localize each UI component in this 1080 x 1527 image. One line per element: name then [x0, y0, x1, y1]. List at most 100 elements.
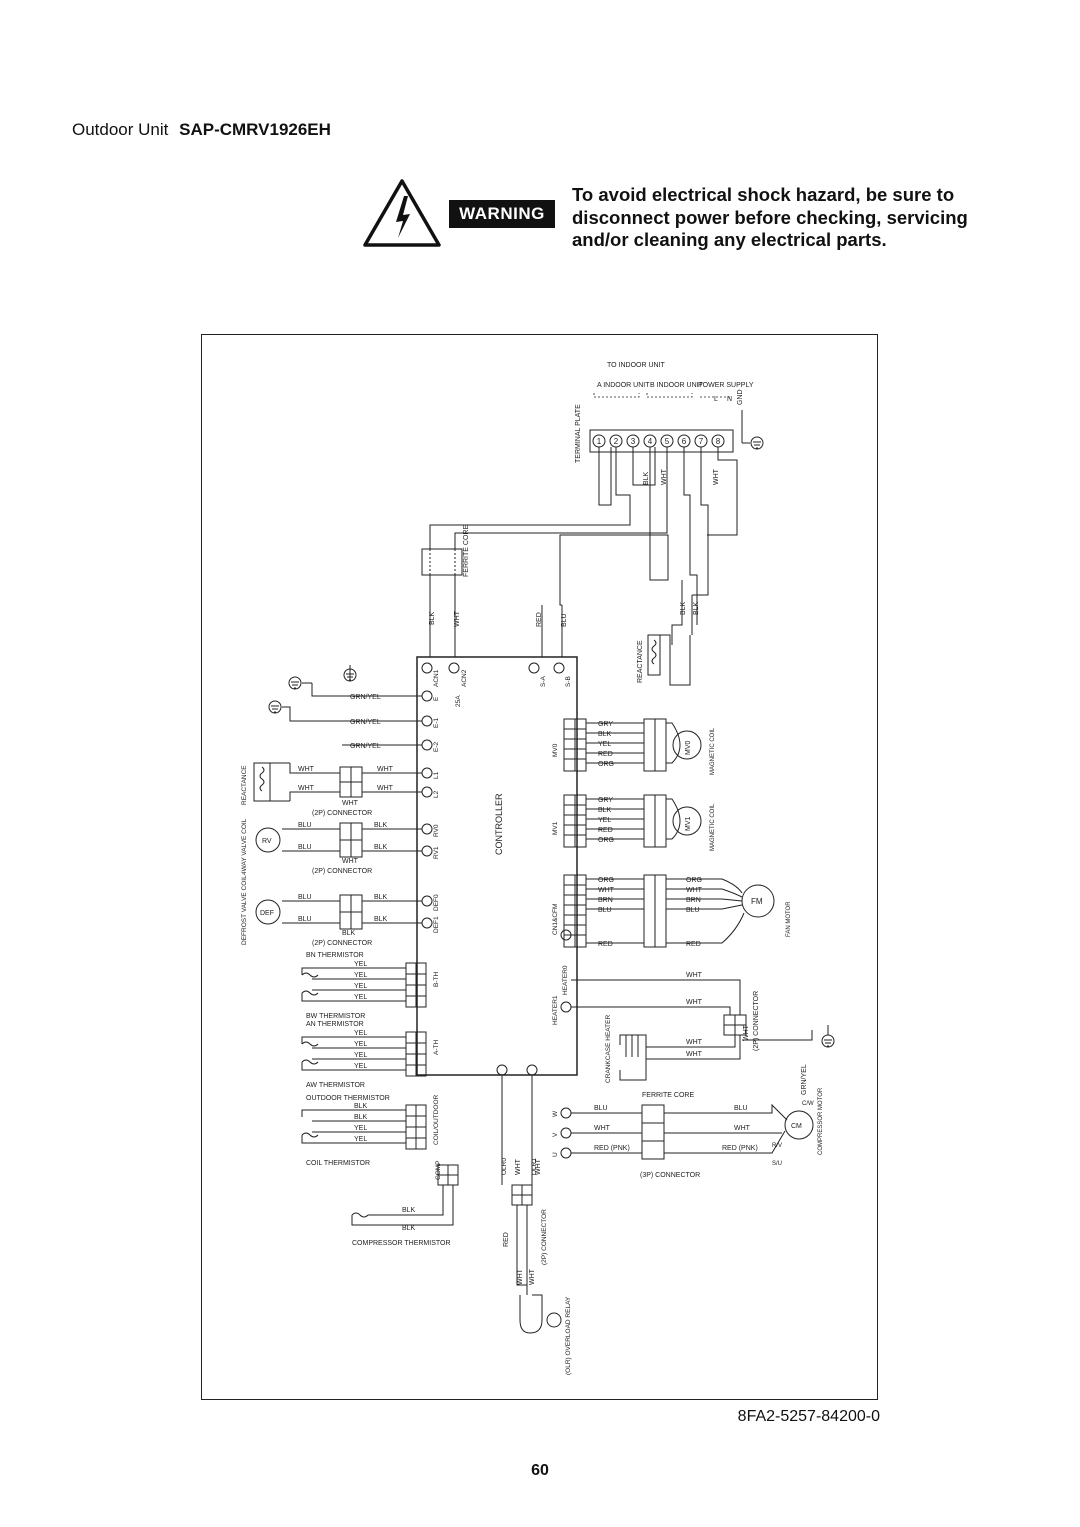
wire-label: BLK — [342, 930, 356, 937]
wire-label: WHT — [594, 1125, 611, 1132]
mv0-label: MV0 — [685, 741, 692, 756]
terminal-plate-label: TERMINAL PLATE — [575, 404, 582, 463]
terminal-num: 2 — [614, 437, 619, 446]
therm-label: COIL THERMISTOR — [306, 1160, 370, 1167]
wire-label: WHT — [686, 1039, 703, 1046]
terminal-num: 6 — [682, 437, 687, 446]
wire-label: GRN/YEL — [350, 719, 381, 726]
rv-coil: RV 4WAY VALVE COIL — [241, 818, 422, 875]
magnetic-coil-label: MAGNETIC COIL — [710, 727, 716, 775]
wire-label: WHT — [517, 1268, 524, 1285]
pin-label: 25A — [455, 695, 462, 707]
pin-label: L1 — [433, 771, 440, 779]
wire-label: BLK — [354, 1103, 368, 1110]
page-header: Outdoor Unit SAP-CMRV1926EH — [72, 120, 331, 140]
terminal-num: 4 — [648, 437, 653, 446]
wire-label: YEL — [354, 1030, 367, 1037]
power-l: L — [714, 396, 718, 403]
wire-label: ORG — [598, 837, 614, 844]
wire-label: YEL — [354, 994, 367, 1001]
wire-label: WHT — [734, 1125, 751, 1132]
therm-label: AW THERMISTOR — [306, 1082, 365, 1089]
wire-label: GRY — [598, 797, 613, 804]
pin-label: DEF1 — [433, 916, 440, 933]
wire-label: BLK — [374, 894, 388, 901]
page-number: 60 — [531, 1462, 549, 1479]
therm-label: AN THERMISTOR — [306, 1021, 364, 1028]
pin-label: S-B — [565, 676, 572, 687]
pin-label: MV1 — [552, 821, 559, 835]
wire-label: WHT — [377, 766, 394, 773]
reactance-label: REACTANCE — [637, 640, 644, 683]
compressor-motor: CM COMPRESSOR MOTOR S/U C/W R/V — [571, 1087, 824, 1167]
pin-label: E-1 — [433, 718, 440, 729]
wire-label: BLU — [298, 822, 312, 829]
wire-label: WHT — [686, 972, 703, 979]
reactance-right: REACTANCE — [637, 634, 691, 686]
conn-label: (2P) CONNECTOR — [541, 1209, 548, 1265]
wire-label: WHT — [713, 468, 720, 485]
a-thermistors — [301, 1031, 427, 1077]
wire-label: WHT — [661, 468, 668, 485]
pin-label: S-A — [540, 676, 547, 688]
mv1-label: MV1 — [685, 817, 692, 832]
pin-label: W — [552, 1110, 559, 1117]
pin-label: RV1 — [433, 846, 440, 859]
fan-motor-label: FAN MOTOR — [786, 901, 792, 937]
wire-label: YEL — [354, 972, 367, 979]
overload-relay: (OLR) OVERLOAD RELAY (2P) CONNECTOR — [501, 1075, 572, 1375]
pin-label: U — [552, 1152, 559, 1157]
b-thermistors — [301, 962, 427, 1008]
wire-label: YEL — [354, 1041, 367, 1048]
compressor-thermistor — [351, 1164, 459, 1226]
wire-label: YEL — [354, 961, 367, 968]
ferrite-core: FERRITE CORE — [421, 525, 470, 577]
wire-label: BLK — [402, 1225, 416, 1232]
terminal-mark: C/W — [802, 1101, 814, 1107]
controller-label: CONTROLLER — [494, 793, 504, 855]
wire-label: BLU — [561, 613, 568, 627]
terminal-num: 5 — [665, 437, 670, 446]
wire-label: BLK — [598, 731, 612, 738]
cfm-connector — [563, 874, 587, 948]
wire-label: GRY — [598, 721, 613, 728]
conn-label: (2P) CONNECTOR — [312, 868, 372, 875]
ground-symbol — [741, 410, 764, 450]
wire-label: BRN — [686, 897, 701, 904]
wire-label: YEL — [354, 1125, 367, 1132]
wire-label: WHT — [454, 610, 461, 627]
wire-label: BLK — [680, 601, 687, 615]
wire-label: BLU — [734, 1105, 748, 1112]
terminal-num: 8 — [716, 437, 721, 446]
wire-label: ORG — [686, 877, 702, 884]
wire-label: BLK — [693, 601, 700, 615]
wire-label: WHT — [342, 858, 359, 865]
conn-2p-label: (2P) CONNECTOR — [753, 991, 760, 1051]
warning-badge: WARNING — [449, 200, 555, 228]
group-b-indoor: B INDOOR UNIT — [650, 382, 704, 389]
therm-label: OUTDOOR THERMISTOR — [306, 1095, 390, 1102]
conn-label: (2P) CONNECTOR — [312, 810, 372, 817]
wire-label: BLK — [643, 471, 650, 485]
pin-label: COIL/OUTDOOR — [433, 1094, 440, 1145]
reactance-left: REACTANCE — [241, 762, 422, 805]
model-number: SAP-CMRV1926EH — [179, 120, 331, 139]
wire-label: BLU — [298, 916, 312, 923]
wire-label: BLK — [598, 807, 612, 814]
terminal-plate: 1 2 3 4 5 6 7 8 TERMINAL PLATE — [575, 404, 734, 463]
wire-label: WHT — [529, 1268, 536, 1285]
reactance-label: REACTANCE — [241, 765, 248, 805]
therm-label: BN THERMISTOR — [306, 952, 364, 959]
wire-label: WHT — [535, 1158, 542, 1175]
wire-label: BLU — [594, 1105, 608, 1112]
magnetic-coil-label: MAGNETIC COIL — [710, 803, 716, 851]
cm-label: CM — [791, 1123, 802, 1130]
mv0-connector — [563, 718, 587, 772]
ferrite-core-label: FERRITE CORE — [463, 525, 470, 577]
wire-label: BLK — [374, 822, 388, 829]
wire-label: YEL — [354, 1136, 367, 1143]
wire-label: GRN/YEL — [801, 1064, 808, 1095]
group-power-supply: POWER SUPPLY — [698, 382, 754, 389]
wire-label: BLU — [686, 907, 700, 914]
wire-label: WHT — [298, 766, 315, 773]
